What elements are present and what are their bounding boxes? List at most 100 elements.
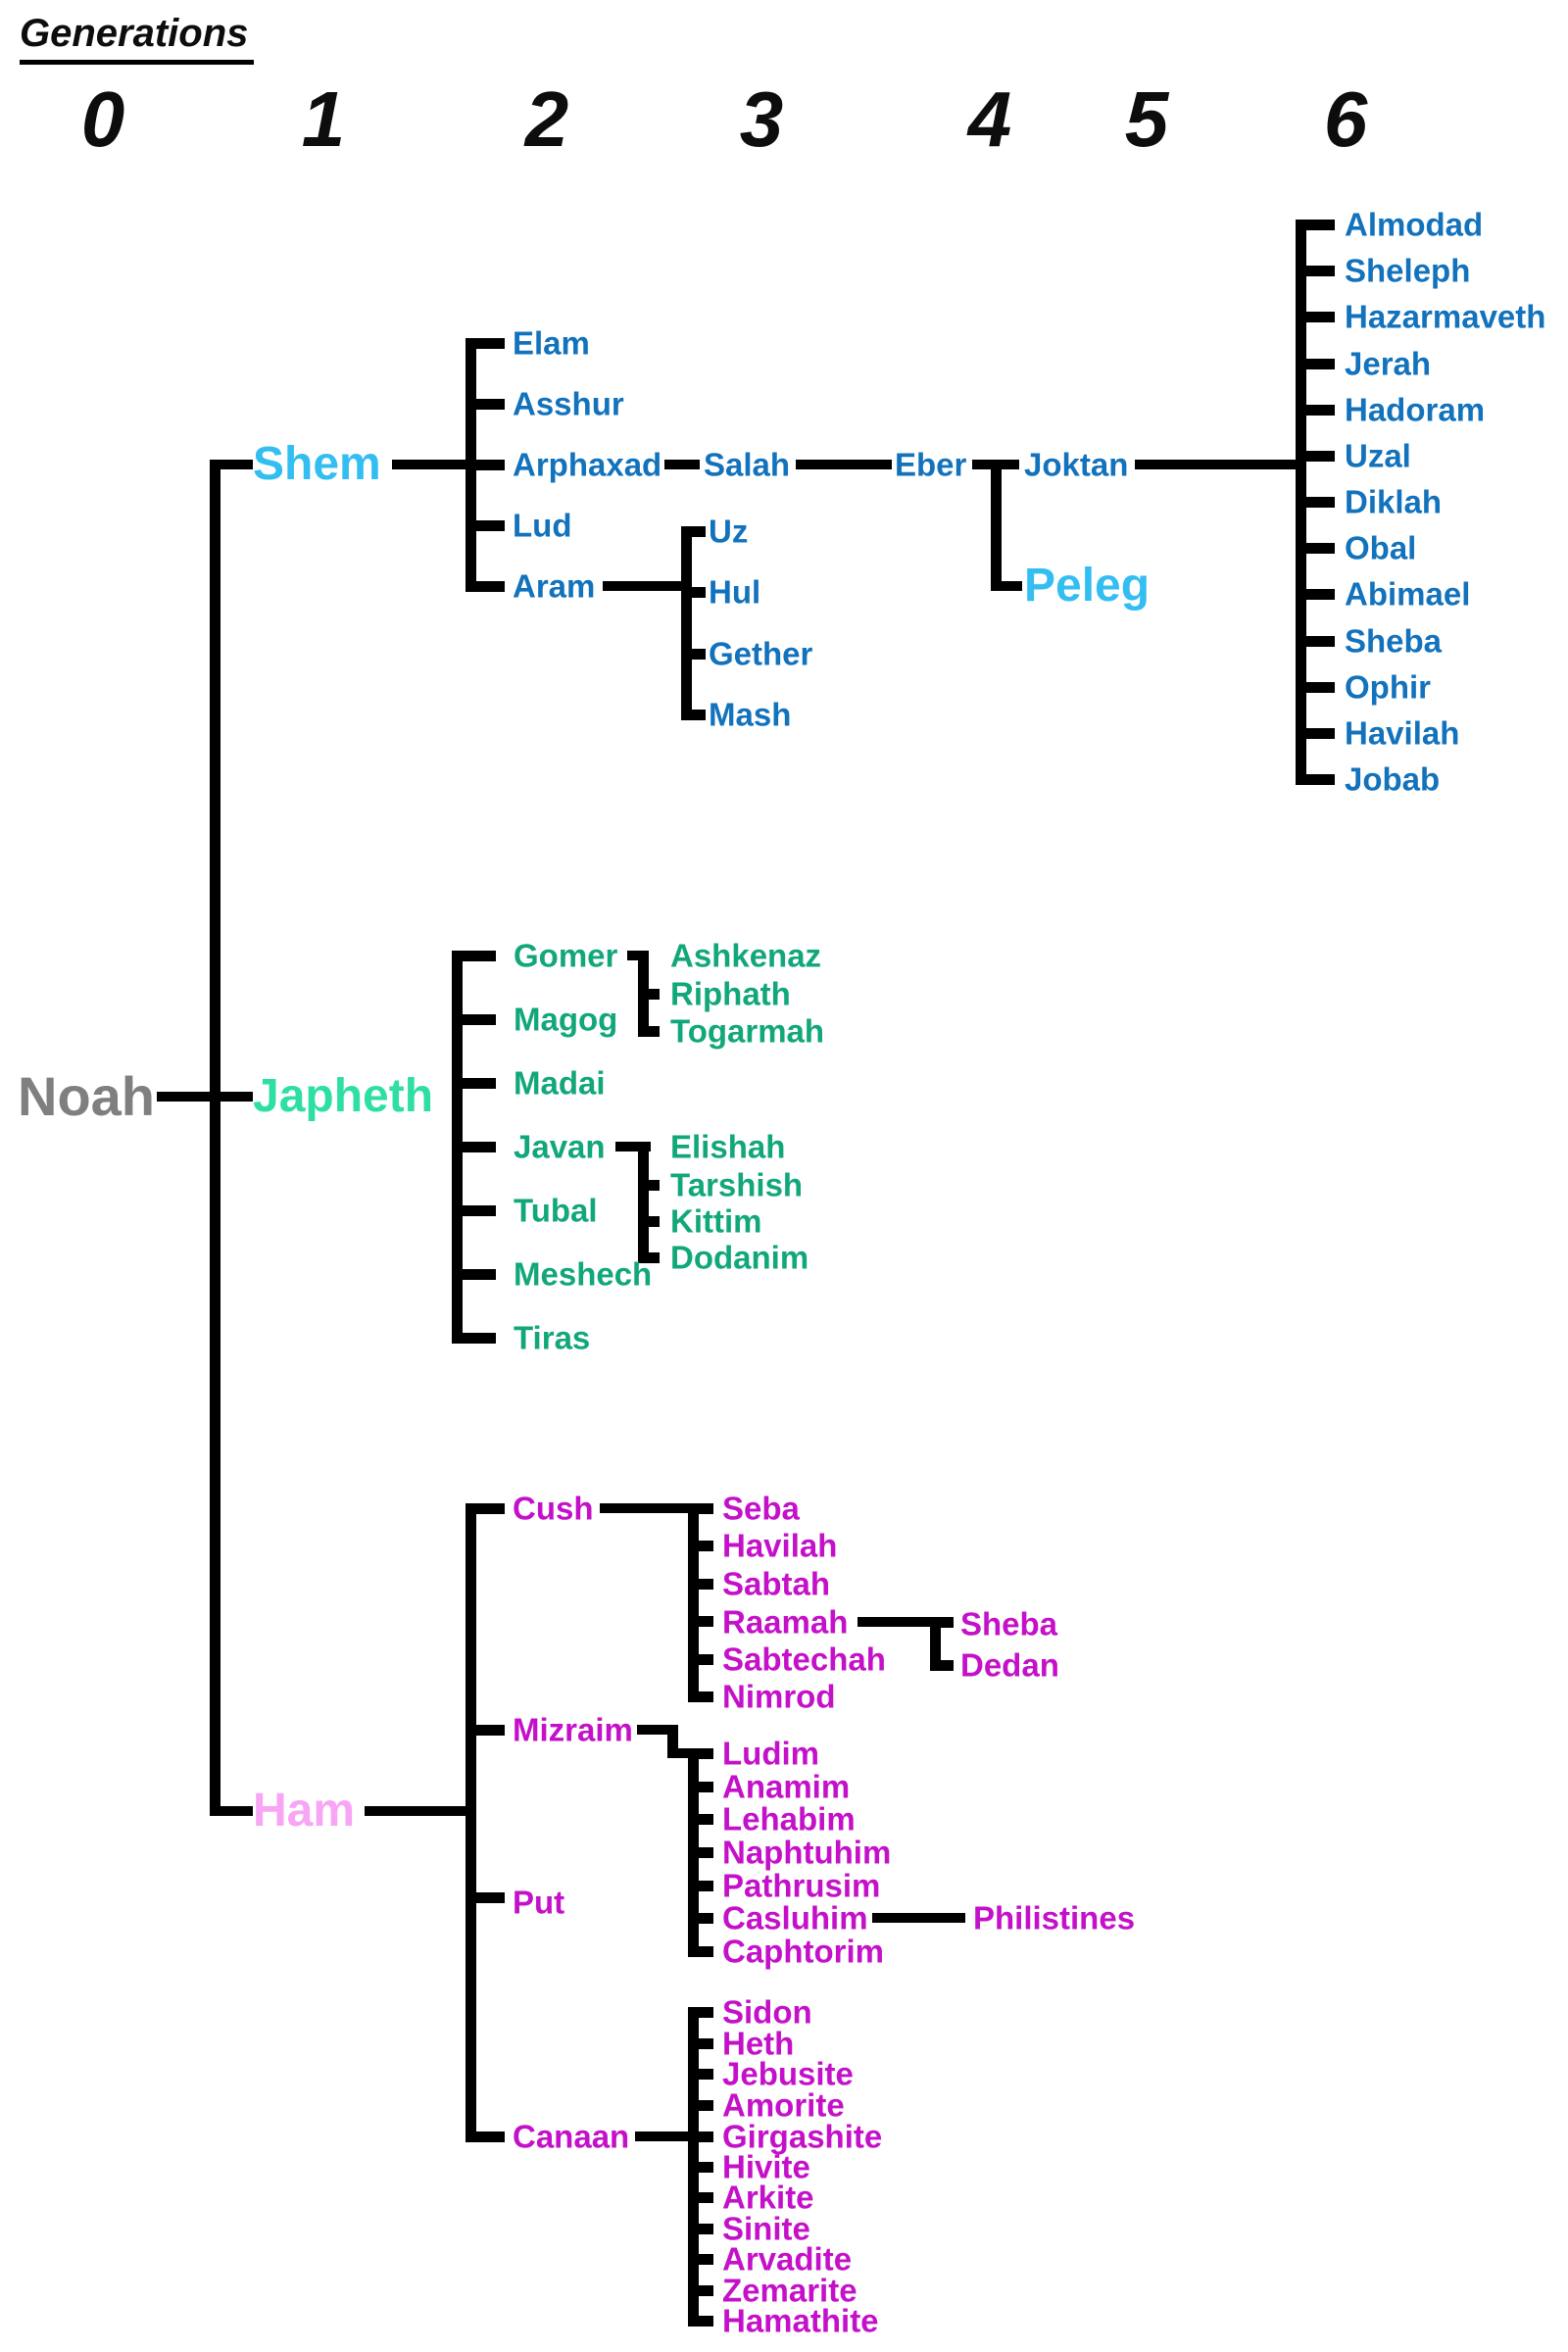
node-aram: Aram — [513, 567, 596, 605]
node-tubal: Tubal — [514, 1192, 598, 1229]
node-hivite: Hivite — [722, 2148, 810, 2185]
connector-line — [1296, 774, 1335, 785]
node-ludim: Ludim — [722, 1735, 819, 1772]
node-uz: Uz — [709, 513, 749, 550]
node-caphtorim: Caphtorim — [722, 1933, 884, 1970]
connector-line — [638, 1216, 660, 1227]
connector-line — [466, 1503, 505, 1514]
connector-line — [688, 1946, 713, 1957]
connector-line — [452, 951, 496, 961]
connector-line — [466, 1725, 505, 1736]
node-havilah-cush: Havilah — [722, 1527, 838, 1564]
connector-line — [688, 1541, 713, 1551]
node-anamim: Anamim — [722, 1768, 851, 1805]
node-philistines: Philistines — [973, 1899, 1136, 1936]
node-sinite: Sinite — [722, 2210, 810, 2247]
node-hul: Hul — [709, 573, 761, 611]
node-jerah: Jerah — [1345, 345, 1432, 382]
node-tiras: Tiras — [514, 1319, 591, 1356]
node-arvadite: Arvadite — [722, 2240, 853, 2278]
node-sheleph: Sheleph — [1345, 252, 1471, 289]
connector-line — [365, 1806, 470, 1816]
node-kittim: Kittim — [670, 1202, 762, 1240]
connector-line — [991, 460, 1002, 591]
connector-line — [210, 460, 253, 469]
connector-line — [688, 2224, 713, 2234]
node-gether: Gether — [709, 635, 813, 672]
node-ashkenaz: Ashkenaz — [670, 937, 822, 974]
node-canaan: Canaan — [513, 2118, 630, 2155]
node-meshech: Meshech — [514, 1255, 653, 1293]
node-dedan: Dedan — [960, 1646, 1059, 1684]
node-shem: Shem — [253, 438, 381, 490]
connector-line — [210, 460, 220, 1816]
node-heth: Heth — [722, 2025, 795, 2062]
connector-line — [466, 2132, 505, 2142]
connector-line — [1296, 312, 1335, 322]
connector-line — [688, 1782, 713, 1792]
node-eber: Eber — [895, 446, 967, 483]
node-elam: Elam — [513, 324, 590, 362]
node-sheba-raamah: Sheba — [960, 1605, 1058, 1642]
connector-line — [930, 1660, 954, 1671]
connector-line — [1296, 589, 1335, 600]
generation-label-6: 6 — [1323, 75, 1368, 163]
connector-line — [603, 581, 692, 591]
connector-line — [466, 520, 505, 531]
connector-line — [688, 1881, 713, 1891]
connector-line — [466, 399, 505, 410]
node-seba: Seba — [722, 1490, 800, 1527]
connector-line — [667, 1725, 678, 1758]
connector-line — [452, 1269, 496, 1280]
generation-label-4: 4 — [967, 75, 1012, 163]
connector-line — [930, 1617, 941, 1670]
node-lehabim: Lehabim — [722, 1800, 856, 1838]
connector-line — [688, 1503, 699, 1701]
node-naphtuhim: Naphtuhim — [722, 1834, 892, 1871]
connector-line — [466, 581, 505, 592]
connector-line — [688, 2007, 713, 2018]
node-girgashite: Girgashite — [722, 2118, 883, 2155]
node-pathrusim: Pathrusim — [722, 1867, 881, 1904]
node-obal: Obal — [1345, 529, 1417, 566]
node-salah: Salah — [704, 446, 791, 483]
connector-line — [681, 587, 706, 598]
node-peleg: Peleg — [1024, 560, 1151, 612]
connector-line — [688, 2285, 713, 2296]
node-uzal: Uzal — [1345, 437, 1411, 474]
node-asshur: Asshur — [513, 385, 624, 422]
connector-line — [466, 338, 505, 349]
node-dodanim: Dodanim — [670, 1239, 809, 1276]
node-mizraim: Mizraim — [513, 1711, 633, 1748]
connector-line — [638, 1252, 660, 1263]
node-sabtechah: Sabtechah — [722, 1641, 886, 1678]
generation-label-1: 1 — [301, 75, 346, 163]
connector-line — [452, 1333, 496, 1344]
node-gomer: Gomer — [514, 937, 618, 974]
node-togarmah: Togarmah — [670, 1012, 825, 1050]
connector-line — [681, 649, 706, 660]
node-ham: Ham — [253, 1785, 356, 1837]
connector-line — [638, 1142, 649, 1262]
node-raamah: Raamah — [722, 1603, 849, 1641]
node-lud: Lud — [513, 507, 572, 544]
node-abimael: Abimael — [1345, 575, 1471, 612]
connector-line — [688, 1654, 713, 1665]
node-nimrod: Nimrod — [722, 1678, 836, 1715]
node-noah: Noah — [18, 1065, 155, 1127]
connector-line — [637, 1725, 678, 1735]
connector-line — [688, 2038, 713, 2049]
connector-line — [1296, 682, 1335, 693]
generation-label-2: 2 — [524, 75, 569, 163]
connector-line — [452, 1014, 496, 1025]
connector-line — [466, 1503, 476, 2141]
connector-line — [688, 2132, 713, 2142]
connector-line — [1296, 359, 1335, 369]
node-diklah: Diklah — [1345, 483, 1443, 520]
node-casluhim: Casluhim — [722, 1899, 868, 1936]
node-arphaxad: Arphaxad — [513, 446, 662, 483]
node-jobab: Jobab — [1345, 760, 1441, 798]
connector-line — [688, 2100, 713, 2111]
connector-line — [681, 710, 706, 720]
connector-line — [157, 1092, 253, 1102]
